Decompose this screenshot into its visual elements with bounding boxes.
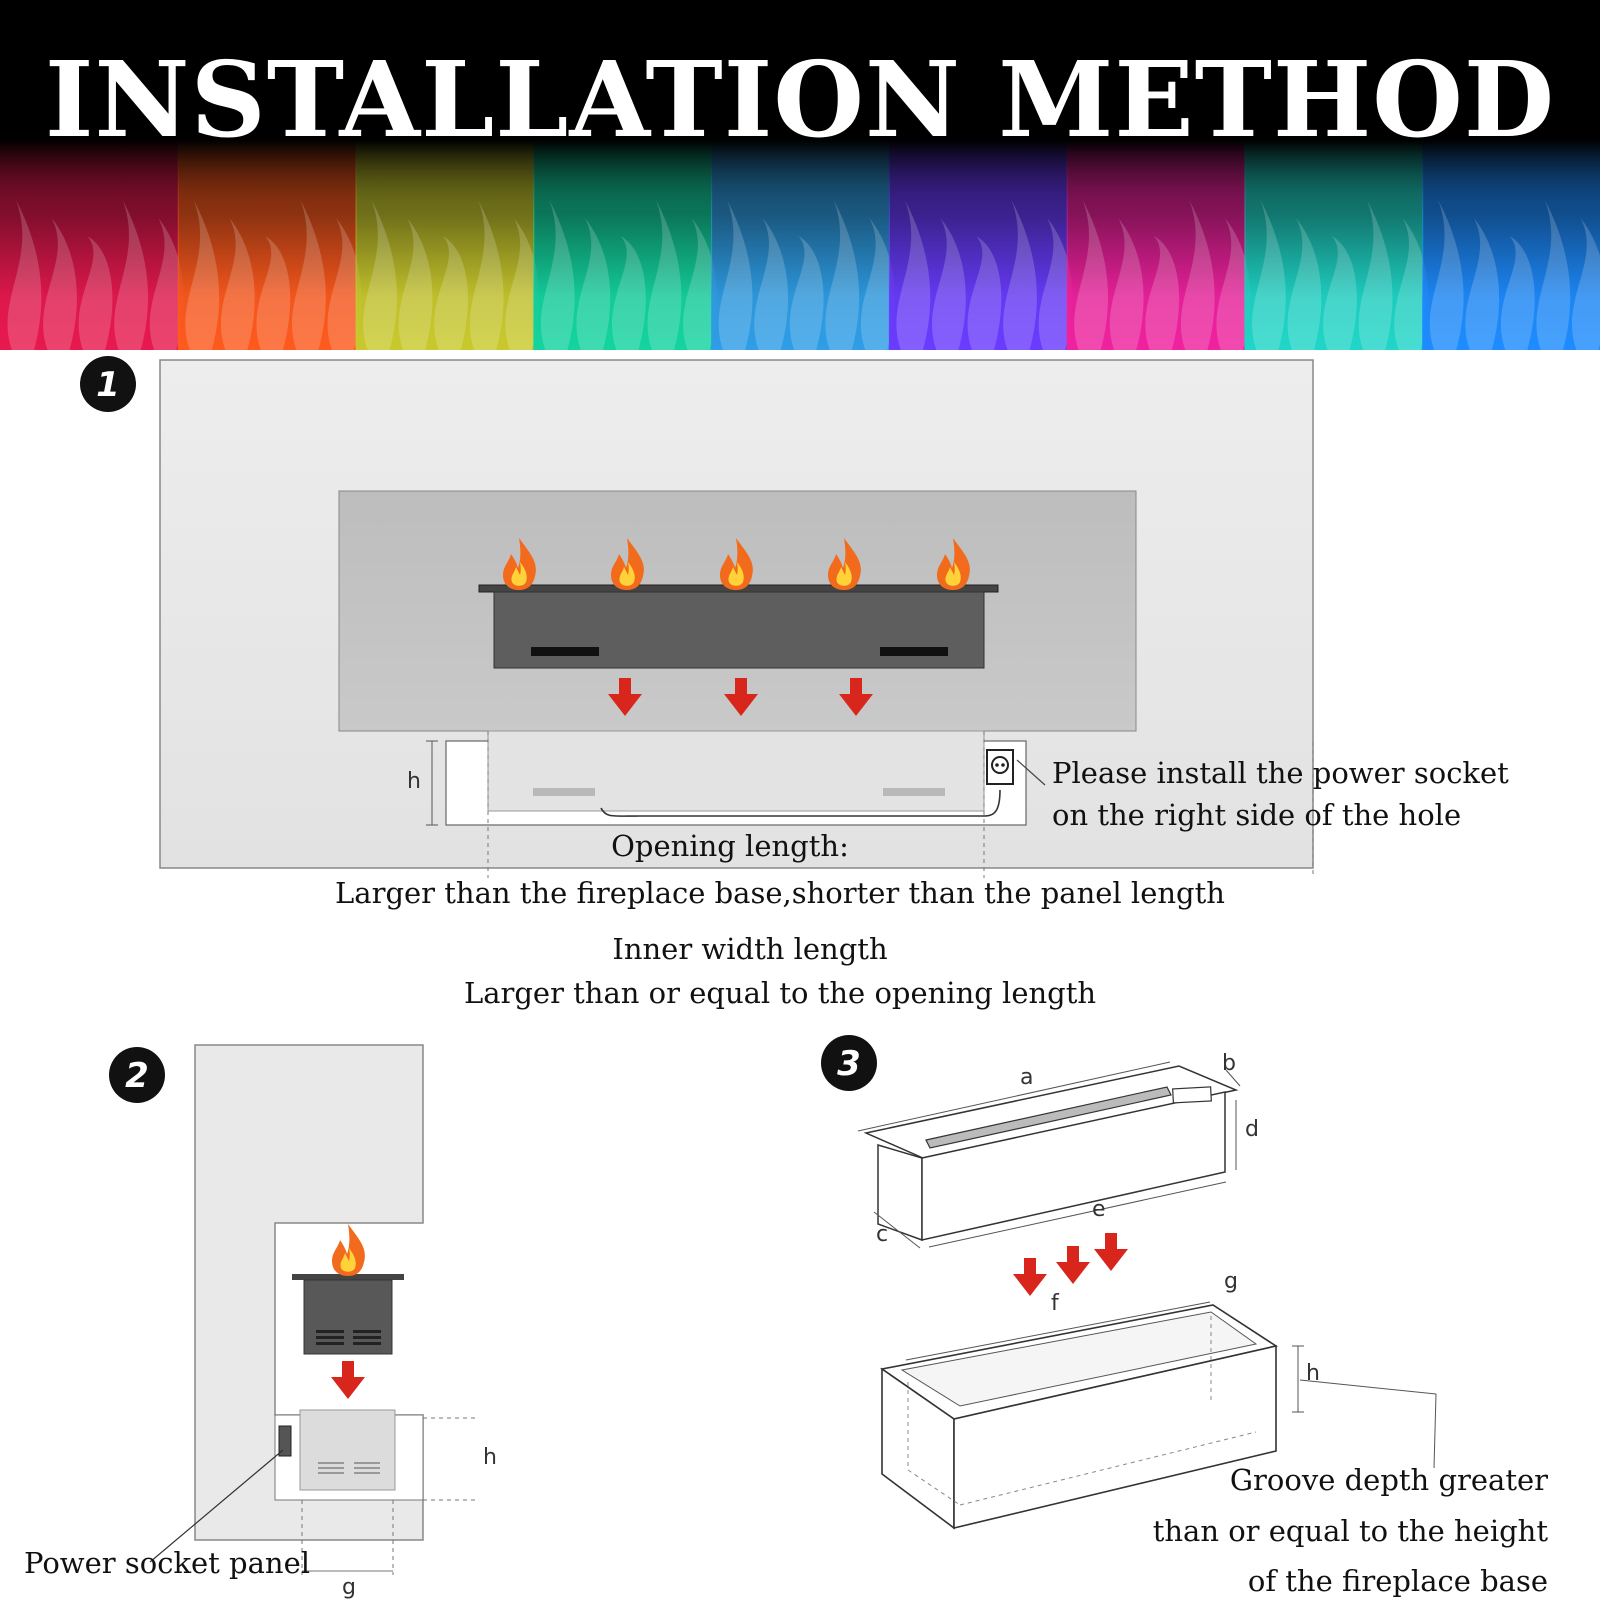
flame-wisp [1323, 236, 1357, 350]
dim-label-g: g [1224, 1269, 1238, 1294]
flame-wisp [1074, 200, 1109, 350]
flame-wisp [1429, 200, 1464, 350]
flame-icon [332, 1224, 365, 1276]
flame-wisp [1465, 218, 1500, 350]
step1-fireplace-base [487, 730, 985, 812]
flame-wisp [825, 200, 860, 350]
opening-length-title: Opening length: [611, 829, 849, 863]
flame-wisp [78, 236, 113, 350]
flame-color-swatch [1244, 140, 1424, 350]
page-title: INSTALLATION METHOD [44, 38, 1556, 161]
flame-wisp [1252, 200, 1286, 350]
flame-wisp [754, 218, 789, 350]
flame-wisp [1536, 200, 1571, 350]
flame-wisp [220, 218, 255, 350]
flame-wisp [1180, 200, 1215, 350]
inner-width-title: Inner width length [612, 932, 888, 966]
flame-color-swatch [711, 140, 890, 350]
step1-burner-body [493, 591, 985, 669]
dim-label-e: e [1092, 1197, 1106, 1222]
power-socket-icon [986, 749, 1014, 785]
arrow-down-icon [1056, 1246, 1090, 1284]
inner-width-description: Larger than or equal to the opening leng… [463, 976, 1097, 1010]
flame-wisp [7, 200, 42, 350]
power-socket-panel-label: Power socket panel [24, 1546, 311, 1580]
flame-wisp [576, 218, 611, 350]
flame-color-swatch [1066, 140, 1246, 350]
flame-wisp [896, 200, 931, 350]
arrow-down-icon [1013, 1258, 1047, 1296]
dim-label-f: f [1051, 1291, 1059, 1316]
step2-power-socket-icon [278, 1425, 292, 1457]
flame-wisp [540, 200, 575, 350]
flame-wisp [718, 200, 753, 350]
dim-label-a: a [1020, 1065, 1034, 1090]
step2-burner [303, 1279, 393, 1355]
flame-wisp [505, 218, 540, 350]
flame-wisp [1358, 200, 1393, 350]
flame-wisp [1109, 218, 1144, 350]
flame-wisp [398, 218, 433, 350]
flame-color-banner: INSTALLATION METHOD [0, 0, 1600, 350]
flame-wisp [1145, 236, 1180, 350]
flame-wisp [789, 236, 824, 350]
step2-fireplace-base [299, 1409, 396, 1491]
socket-note-line2: on the right side of the hole [1052, 798, 1462, 832]
groove-note-line2: than or equal to the height [1152, 1514, 1548, 1548]
flame-color-swatch [0, 140, 179, 350]
flame-color-swatch [1422, 140, 1600, 350]
socket-note-line1: Please install the power socket [1052, 756, 1509, 790]
flame-wisp [185, 200, 220, 350]
arrow-down-icon [1094, 1233, 1128, 1271]
dim-label-c: c [876, 1222, 889, 1247]
flame-wisp [149, 218, 184, 350]
flame-color-strip [0, 140, 1600, 350]
flame-color-swatch [177, 140, 357, 350]
flame-wisp [612, 236, 646, 350]
groove-note-line1: Groove depth greater [1229, 1463, 1548, 1497]
flame-wisp [1003, 200, 1037, 350]
arrow-down-icon [331, 1361, 365, 1399]
flame-wisp [327, 218, 362, 350]
flame-color-swatch [888, 140, 1068, 350]
flame-wisp [292, 200, 326, 350]
dim-label-h: h [1306, 1361, 1320, 1386]
flame-wisp [1394, 218, 1429, 350]
flame-wisp [1038, 218, 1073, 350]
step2-width-label: g [342, 1575, 356, 1600]
flame-wisp [114, 200, 149, 350]
flame-wisp [1572, 218, 1600, 350]
flame-wisp [469, 200, 504, 350]
flame-color-swatch [355, 140, 535, 350]
step1-height-label: h [407, 769, 421, 794]
flame-wisp [647, 200, 682, 350]
flame-wisp [363, 200, 397, 350]
flame-color-swatch [533, 140, 713, 350]
flame-wisp [43, 218, 77, 350]
groove-note-line3: of the fireplace base [1247, 1564, 1548, 1598]
dim-label-b: b [1222, 1051, 1236, 1076]
step1-burner-vent-left [531, 647, 599, 656]
flame-wisp [683, 218, 717, 350]
flame-wisp [967, 236, 1002, 350]
opening-length-description: Larger than the fireplace base,shorter t… [335, 876, 1225, 910]
step3-arrows [1013, 1233, 1128, 1296]
step1-burner-vent-right [880, 647, 948, 656]
flame-wisp [860, 218, 895, 350]
flame-wisp [1500, 236, 1535, 350]
flame-wisp [256, 236, 291, 350]
flame-wisp [1216, 218, 1251, 350]
step2-height-label: h [483, 1445, 497, 1470]
flame-wisp [932, 218, 966, 350]
flame-wisp [434, 236, 469, 350]
dim-label-d: d [1245, 1117, 1259, 1142]
flame-wisp [1287, 218, 1322, 350]
